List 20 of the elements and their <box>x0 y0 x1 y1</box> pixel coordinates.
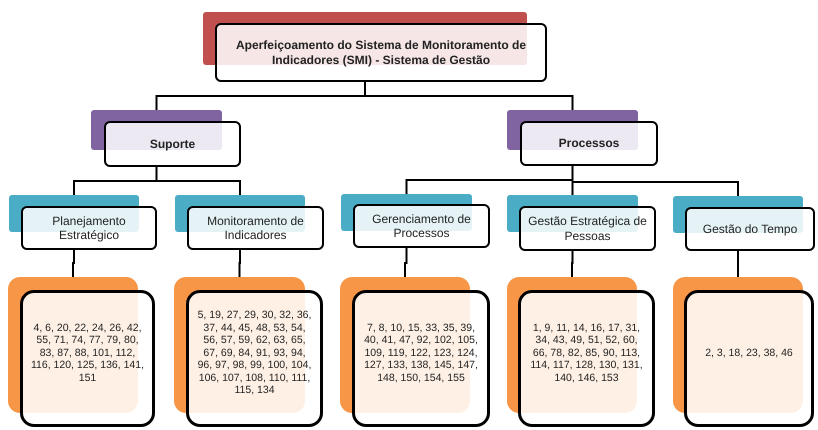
category-box: Processos <box>520 121 658 166</box>
subcategory-box: Monitoramento de Indicadores <box>187 206 324 250</box>
number-list-box: 4, 6, 20, 22, 24, 26, 42, 55, 71, 74, 77, 79, 80, 83, 87, 88, 101, 112, 116, 120, 125, 136, 141, 151 <box>20 290 155 427</box>
connector-line <box>571 251 574 277</box>
connector-line <box>572 166 739 196</box>
subcategory-box: Gestão Estratégica de Pessoas <box>519 206 656 251</box>
connector-line <box>404 248 408 277</box>
subcategory-box: Gestão do Tempo <box>685 207 815 251</box>
connector-line <box>72 250 75 277</box>
connector-line <box>737 251 739 277</box>
category-box: Suporte <box>104 121 241 167</box>
connector-line <box>156 167 241 195</box>
number-list-box: 2, 3, 18, 23, 38, 46 <box>684 290 814 427</box>
subcategory-box: Gerenciamento de Processos <box>353 204 490 248</box>
connector-line <box>238 250 241 277</box>
title-box: Aperfeiçoamento do Sistema de Monitoramento de Indicadores (SMI) - Sistema de Gestão <box>215 23 547 82</box>
number-list-box: 1, 9, 11, 14, 16, 17, 31, 34, 43, 49, 51, 52, 60, 66, 78, 82, 85, 90, 113, 114, 117, 128, 130, 131, 140, 146, 153 <box>518 290 655 427</box>
number-list-box: 5, 19, 27, 29, 30, 32, 36, 37, 44, 45, 48, 53, 54, 56, 57, 59, 62, 63, 65, 67, 69, 84, 91, 93, 94, 96, 97, 98, 99, 100, 104, 106, 107, 108, 110, 111, 115, 134 <box>186 290 323 427</box>
number-list-box: 7, 8, 10, 15, 33, 35, 39, 40, 41, 47, 92, 102, 105, 109, 119, 122, 123, 124, 127, 133, 138, 145, 147, 148, 150, 154, 155 <box>352 290 490 427</box>
subcategory-box: Planejamento Estratégico <box>21 206 157 250</box>
